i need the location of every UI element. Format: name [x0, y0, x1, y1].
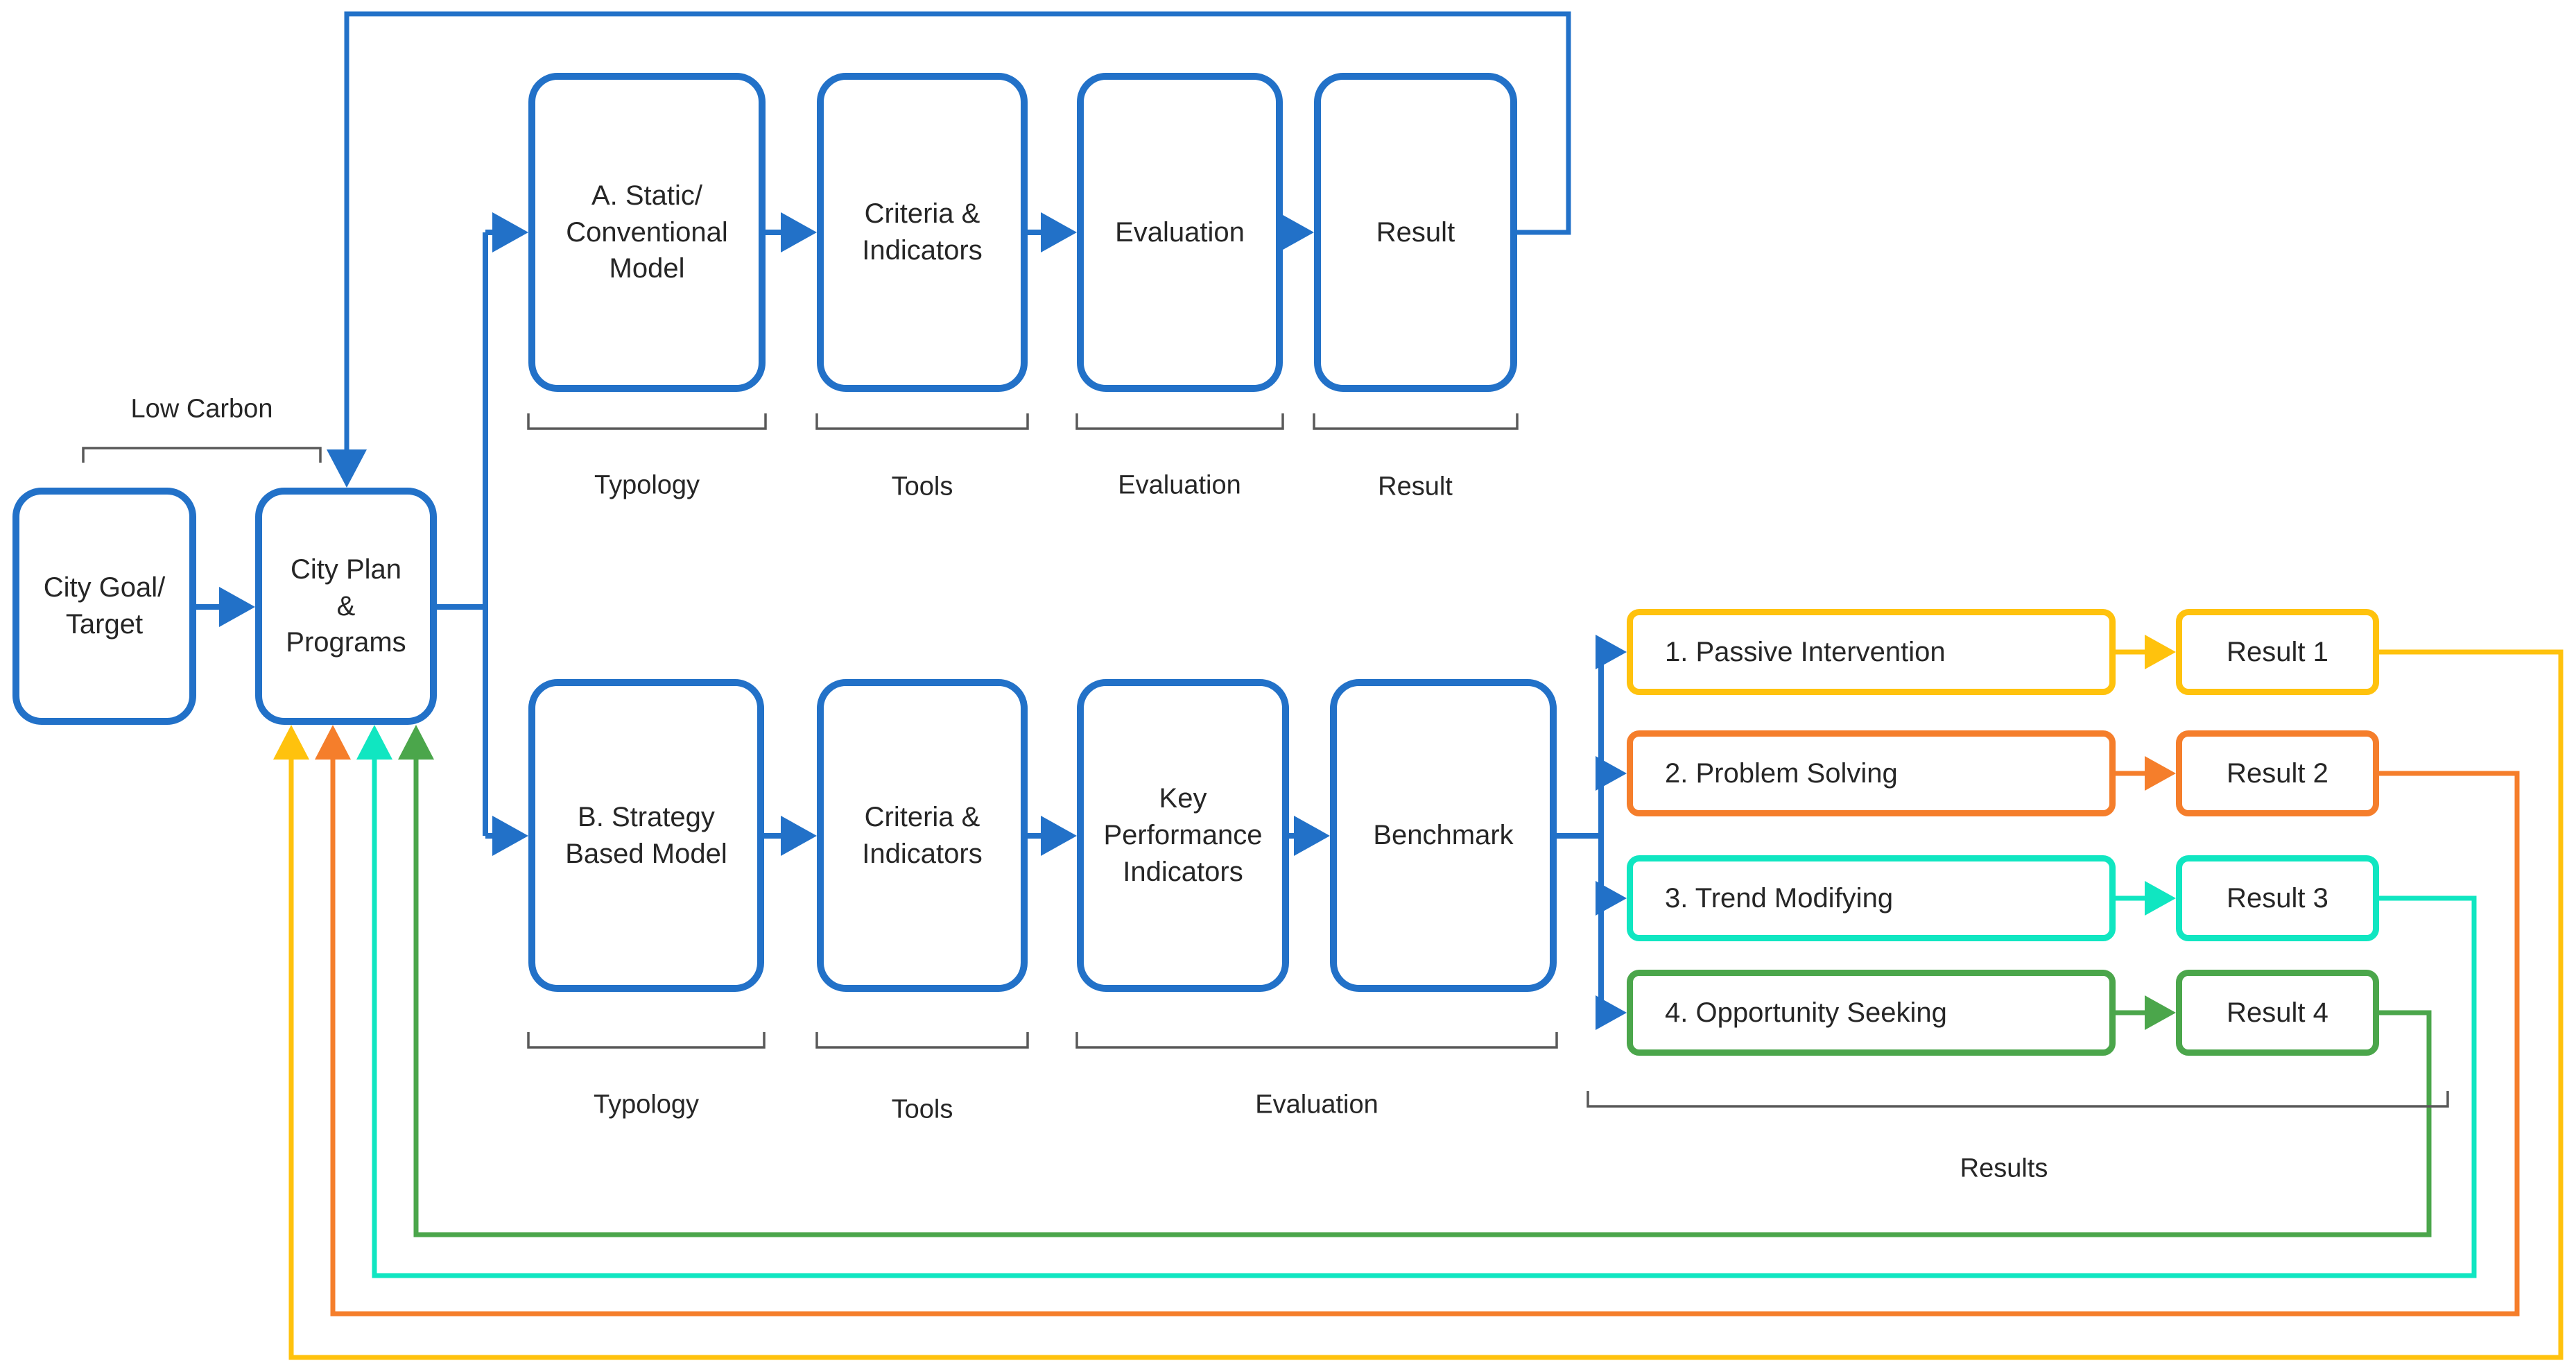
edge-feedback-result-to-plan: [344, 11, 1571, 449]
bracket-evaluation-b: [1075, 1032, 1558, 1049]
result-2-label: Result 2: [2227, 757, 2328, 789]
arrowhead-into-criteria-a: [781, 212, 817, 252]
group-brackets: [82, 413, 2449, 1108]
arrowhead-into-criteria-b: [781, 816, 817, 856]
evaluation-a-group-label: Evaluation: [1118, 470, 1241, 500]
arrowhead-into-result2: [2145, 756, 2176, 791]
arrowhead-into-strategy4: [1596, 995, 1627, 1030]
arrowhead-into-kpi: [1041, 816, 1077, 856]
arrowhead-into-strategy1: [1596, 635, 1627, 669]
model-a-label: A. Static/ Conventional Model: [566, 180, 728, 284]
edge-feedback-result4: [413, 760, 2432, 1237]
bracket-evaluation-a: [1075, 413, 1284, 430]
result-a-box: Result: [1314, 73, 1517, 392]
arrowhead-into-model-b: [492, 816, 528, 856]
arrowheads: [219, 212, 2176, 1030]
arrowhead-feedback1-into-plan: [273, 725, 309, 760]
edge-feedback-result2: [330, 760, 2520, 1317]
result-4-label: Result 4: [2227, 997, 2328, 1028]
kpi-label: Key Performance Indicators: [1103, 783, 1263, 887]
arrowhead-into-benchmark: [1294, 816, 1330, 856]
edge-benchmark-branch: [1557, 652, 1604, 1013]
arrowhead-feedback4-into-plan: [398, 725, 434, 760]
tools-a-group-label: Tools: [891, 472, 953, 501]
typology-a-group-label: Typology: [594, 470, 700, 500]
typology-b-group-label: Typology: [593, 1090, 700, 1120]
edge-plan-branch: [437, 232, 488, 836]
model-b-box: B. Strategy Based Model: [528, 679, 764, 992]
arrowhead-into-result3: [2145, 881, 2176, 916]
model-b-label: B. Strategy Based Model: [565, 801, 727, 869]
edge-feedback-result1: [288, 649, 2564, 1360]
city-plan-box: City Plan & Programs: [255, 488, 437, 725]
bracket-results: [1587, 1091, 2449, 1108]
arrowhead-into-result-a: [1278, 212, 1314, 252]
arrowhead-into-result4: [2145, 995, 2176, 1030]
arrowhead-feedback3-into-plan: [356, 725, 392, 760]
kpi-box: Key Performance Indicators: [1077, 679, 1289, 992]
bracket-result-a: [1313, 413, 1519, 430]
results-group-label: Results: [1960, 1154, 2048, 1183]
low-carbon-label: Low Carbon: [130, 394, 273, 424]
tools-b-group-label: Tools: [891, 1095, 953, 1124]
criteria-a-label: Criteria & Indicators: [862, 198, 983, 266]
strategy-2-label: 2. Problem Solving: [1665, 757, 1898, 789]
flow-edges: [196, 230, 1604, 1013]
feedback-loops: [288, 649, 2564, 1360]
arrowhead-feedback-into-plan-top: [327, 449, 367, 488]
strategy-result-edges: [2116, 649, 2145, 1015]
result-a-label: Result: [1376, 216, 1455, 248]
result-2-box: Result 2: [2176, 730, 2379, 816]
strategy-4-box: 4. Opportunity Seeking: [1627, 970, 2116, 1056]
result-a-group-label: Result: [1378, 472, 1453, 501]
arrowhead-into-strategy2: [1596, 756, 1627, 791]
strategy-4-label: 4. Opportunity Seeking: [1665, 997, 1947, 1028]
criteria-b-box: Criteria & Indicators: [817, 679, 1028, 992]
model-a-box: A. Static/ Conventional Model: [528, 73, 766, 392]
arrowhead-into-evaluation-a: [1041, 212, 1077, 252]
arrowhead-goal-to-plan: [219, 587, 255, 627]
benchmark-box: Benchmark: [1330, 679, 1557, 992]
edge-feedback-result3: [372, 760, 2477, 1278]
bracket-tools-a: [815, 413, 1029, 430]
criteria-b-label: Criteria & Indicators: [862, 801, 983, 869]
evaluation-a-box: Evaluation: [1077, 73, 1283, 392]
criteria-a-box: Criteria & Indicators: [817, 73, 1028, 392]
evaluation-b-group-label: Evaluation: [1255, 1090, 1378, 1120]
strategy-3-box: 3. Trend Modifying: [1627, 855, 2116, 941]
city-goal-label: City Goal/ Target: [43, 572, 166, 640]
strategy-1-box: 1. Passive Intervention: [1627, 609, 2116, 695]
city-plan-label: City Plan & Programs: [286, 554, 406, 658]
strategy-1-label: 1. Passive Intervention: [1665, 636, 1946, 667]
bracket-typology-a: [527, 413, 767, 430]
bracket-typology-b: [527, 1032, 766, 1049]
result-1-box: Result 1: [2176, 609, 2379, 695]
bracket-tools-b: [815, 1032, 1029, 1049]
evaluation-a-label: Evaluation: [1115, 216, 1245, 248]
arrowhead-into-result1: [2145, 635, 2176, 669]
arrowhead-into-strategy3: [1596, 881, 1627, 916]
strategy-2-box: 2. Problem Solving: [1627, 730, 2116, 816]
result-4-box: Result 4: [2176, 970, 2379, 1056]
result-1-label: Result 1: [2227, 636, 2328, 667]
result-3-box: Result 3: [2176, 855, 2379, 941]
arrowhead-into-model-a: [492, 212, 528, 252]
bracket-low-carbon: [82, 447, 322, 463]
benchmark-label: Benchmark: [1373, 820, 1514, 851]
result-3-label: Result 3: [2227, 882, 2328, 914]
strategy-3-label: 3. Trend Modifying: [1665, 882, 1894, 914]
city-goal-box: City Goal/ Target: [12, 488, 196, 725]
arrowhead-feedback2-into-plan: [315, 725, 351, 760]
